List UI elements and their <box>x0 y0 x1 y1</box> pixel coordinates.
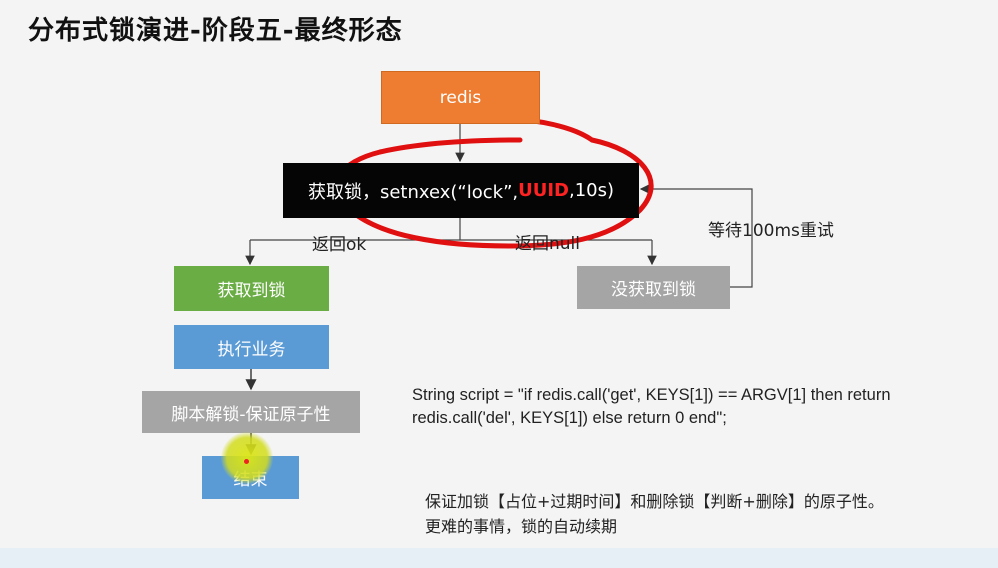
code-line: String script = "if redis.call('get', KE… <box>412 386 891 404</box>
edge-label-null: 返回null <box>515 234 580 254</box>
edge-retry-loop <box>639 184 753 288</box>
note-line: 保证加锁【占位+过期时间】和删除锁【判断+删除】的原子性。 <box>425 492 884 511</box>
acquire-lock-text: 获取锁，setnxex(“lock”, <box>307 181 519 203</box>
bottom-band <box>0 548 998 568</box>
cursor-highlight <box>221 432 273 484</box>
acquire-lock-node: 获取锁，setnxex(“lock”,UUID,10s) <box>283 163 639 218</box>
red-annotation-loop <box>334 115 654 249</box>
note-line: 更难的事情，锁的自动续期 <box>425 517 618 536</box>
notes-block: 保证加锁【占位+过期时间】和删除锁【判断+删除】的原子性。 更难的事情，锁的自动… <box>425 489 884 539</box>
redis-node: redis <box>381 71 540 124</box>
code-line: redis.call('del', KEYS[1]) else return 0… <box>412 409 727 427</box>
page-title: 分布式锁演进-阶段五-最终形态 <box>28 16 403 46</box>
cursor-pointer-dot <box>244 459 249 464</box>
execute-business-node: 执行业务 <box>174 325 329 369</box>
script-unlock-node: 脚本解锁-保证原子性 <box>142 391 360 433</box>
lua-script-code: String script = "if redis.call('get', KE… <box>412 384 891 430</box>
acquire-lock-suffix: ,10s) <box>569 180 615 201</box>
edge-label-ok: 返回ok <box>312 235 367 255</box>
not-got-lock-node: 没获取到锁 <box>577 266 730 309</box>
got-lock-node: 获取到锁 <box>174 266 329 311</box>
edge-label-retry: 等待100ms重试 <box>708 221 834 241</box>
uuid-highlight: UUID <box>518 180 569 201</box>
